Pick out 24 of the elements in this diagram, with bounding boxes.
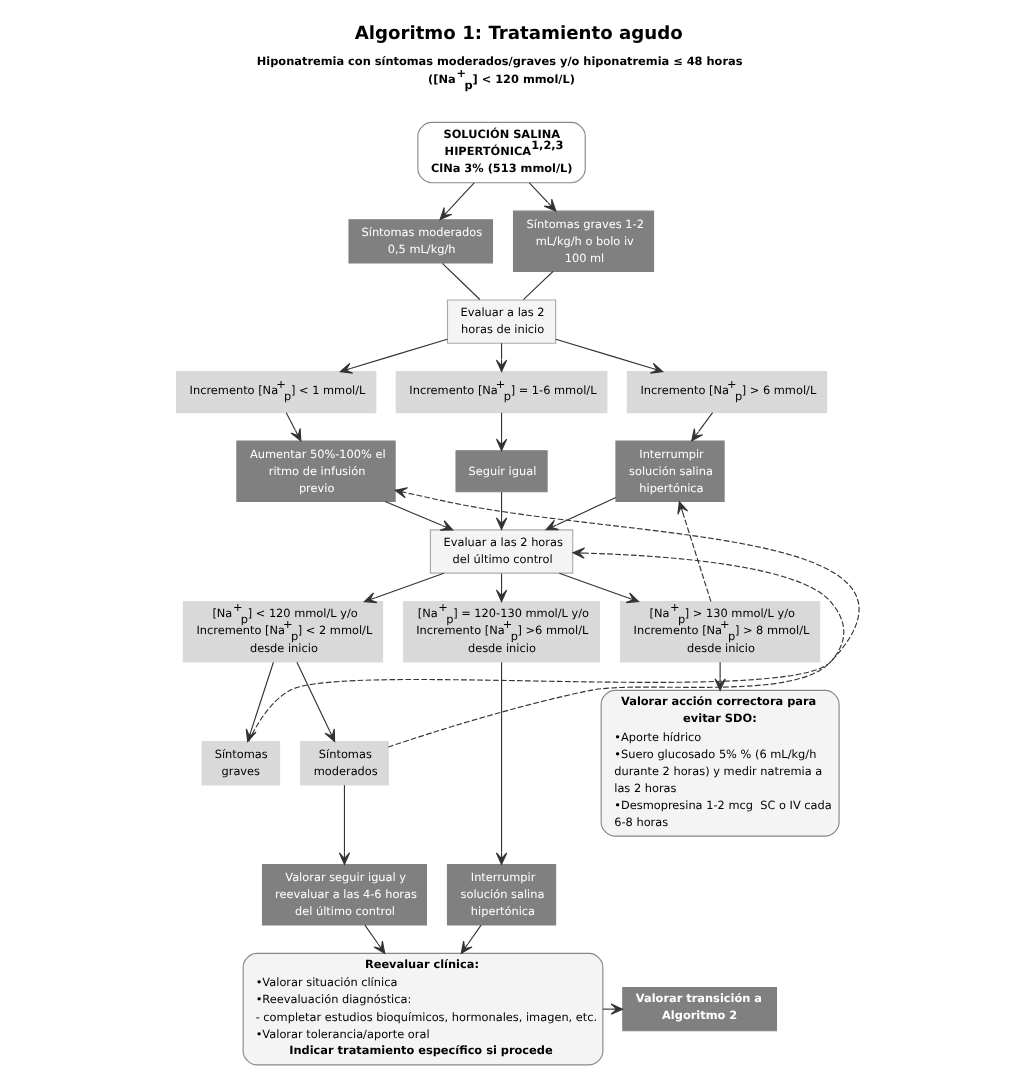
arrow bbox=[495, 661, 508, 865]
arrow bbox=[339, 338, 448, 374]
arrow bbox=[364, 924, 386, 954]
arrow bbox=[558, 572, 640, 604]
arrow bbox=[528, 182, 557, 212]
arrow bbox=[338, 784, 351, 865]
diagram-title: Algoritmo 1: Tratamiento agudo bbox=[354, 25, 683, 46]
arrow bbox=[460, 924, 482, 954]
arrow bbox=[296, 661, 336, 742]
arrow bbox=[677, 501, 712, 602]
connector bbox=[522, 270, 554, 301]
arrow bbox=[714, 661, 726, 691]
arrow bbox=[384, 500, 454, 531]
arrow bbox=[495, 412, 508, 452]
arrow bbox=[691, 412, 714, 442]
arrow bbox=[363, 572, 445, 604]
connector bbox=[441, 262, 481, 301]
arrow bbox=[387, 547, 845, 748]
arrow bbox=[555, 338, 664, 374]
arrow bbox=[285, 412, 302, 442]
arrow bbox=[248, 487, 860, 743]
arrow bbox=[439, 182, 475, 220]
arrow bbox=[495, 491, 508, 530]
arrow bbox=[545, 496, 617, 531]
